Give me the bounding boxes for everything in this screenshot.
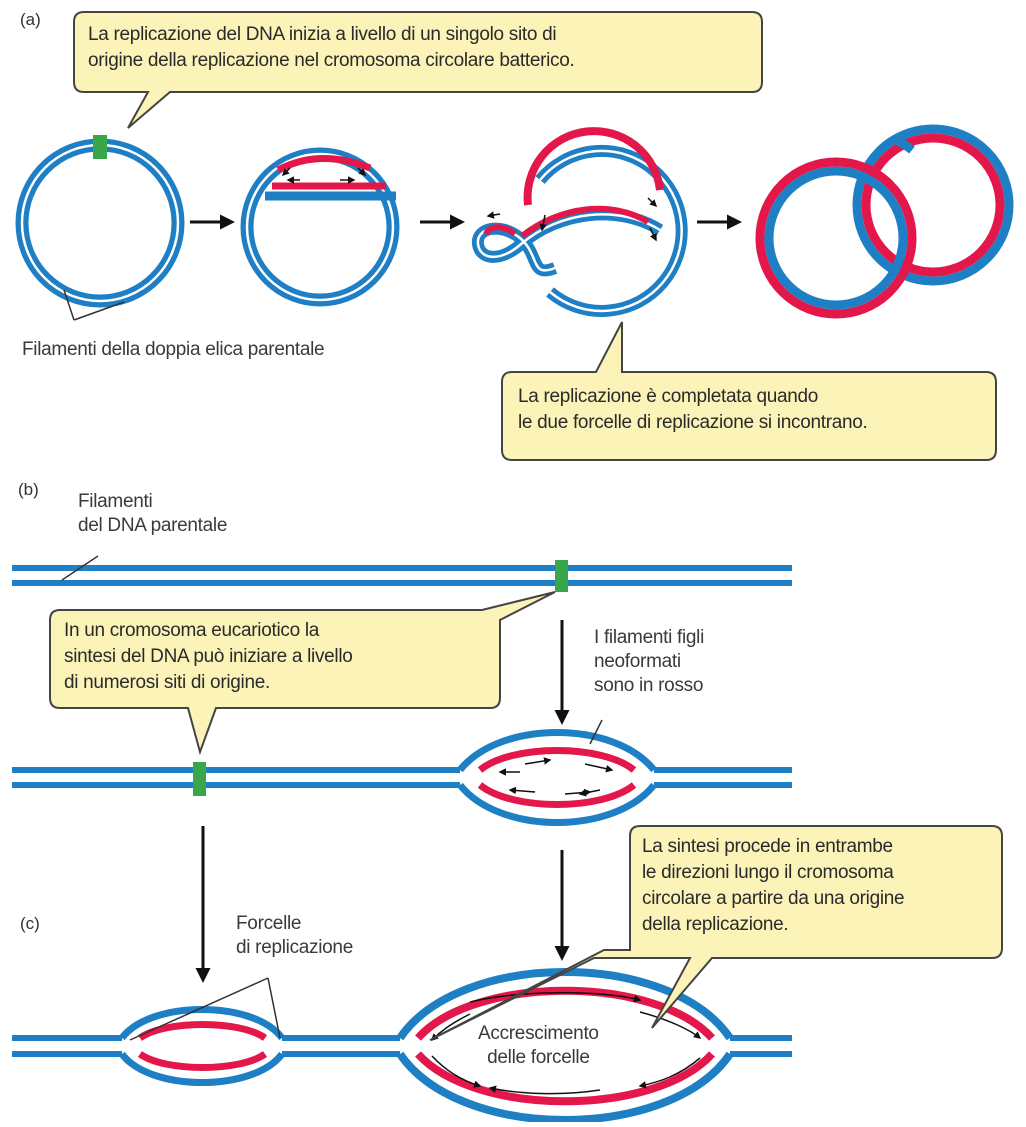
origin-marker (555, 560, 568, 592)
panel-label-b: (b) (18, 480, 39, 499)
callout-bidirectional-bubble (429, 825, 1003, 1041)
large-replication-bubble (362, 968, 792, 1124)
eukaryotic-dna-bubble-row (12, 729, 792, 826)
callout-bidirectional-text: La sintesi procede in entrambe le direzi… (642, 836, 905, 935)
eukaryotic-dna-top (12, 560, 792, 592)
bacterial-chromosome-circle (15, 135, 185, 308)
callout-complete-text: La replicazione è completata quando le d… (518, 386, 868, 433)
new-strands-label: I filamenti figli neoformati sono in ros… (594, 627, 704, 696)
callout-origin-text: La replicazione del DNA inizia a livello… (88, 24, 575, 71)
replicating-circle-early (240, 147, 400, 307)
replicating-circle-late (472, 127, 688, 317)
origin-marker (193, 762, 206, 796)
callout-complete-bubble (501, 321, 997, 461)
panel-label-c: (c) (20, 914, 40, 933)
parental-strands-label: Filamenti della doppia elica parentale (22, 339, 325, 360)
panel-label-a: (a) (20, 10, 41, 29)
callout-eukaryotic-bubble (49, 591, 556, 756)
small-replication-bubble (12, 1006, 400, 1086)
callout-eukaryotic-text: In un cromosoma eucariotico la sintesi d… (64, 620, 353, 693)
origin-marker (93, 135, 107, 159)
callout-origin-bubble (73, 11, 763, 129)
replication-forks-label: Forcelle di replicazione (236, 913, 353, 958)
fork-growth-label: Accrescimento delle forcelle (478, 1023, 599, 1068)
daughter-chromosomes (755, 124, 1014, 319)
parental-dna-label: Filamenti del DNA parentale (78, 491, 228, 536)
